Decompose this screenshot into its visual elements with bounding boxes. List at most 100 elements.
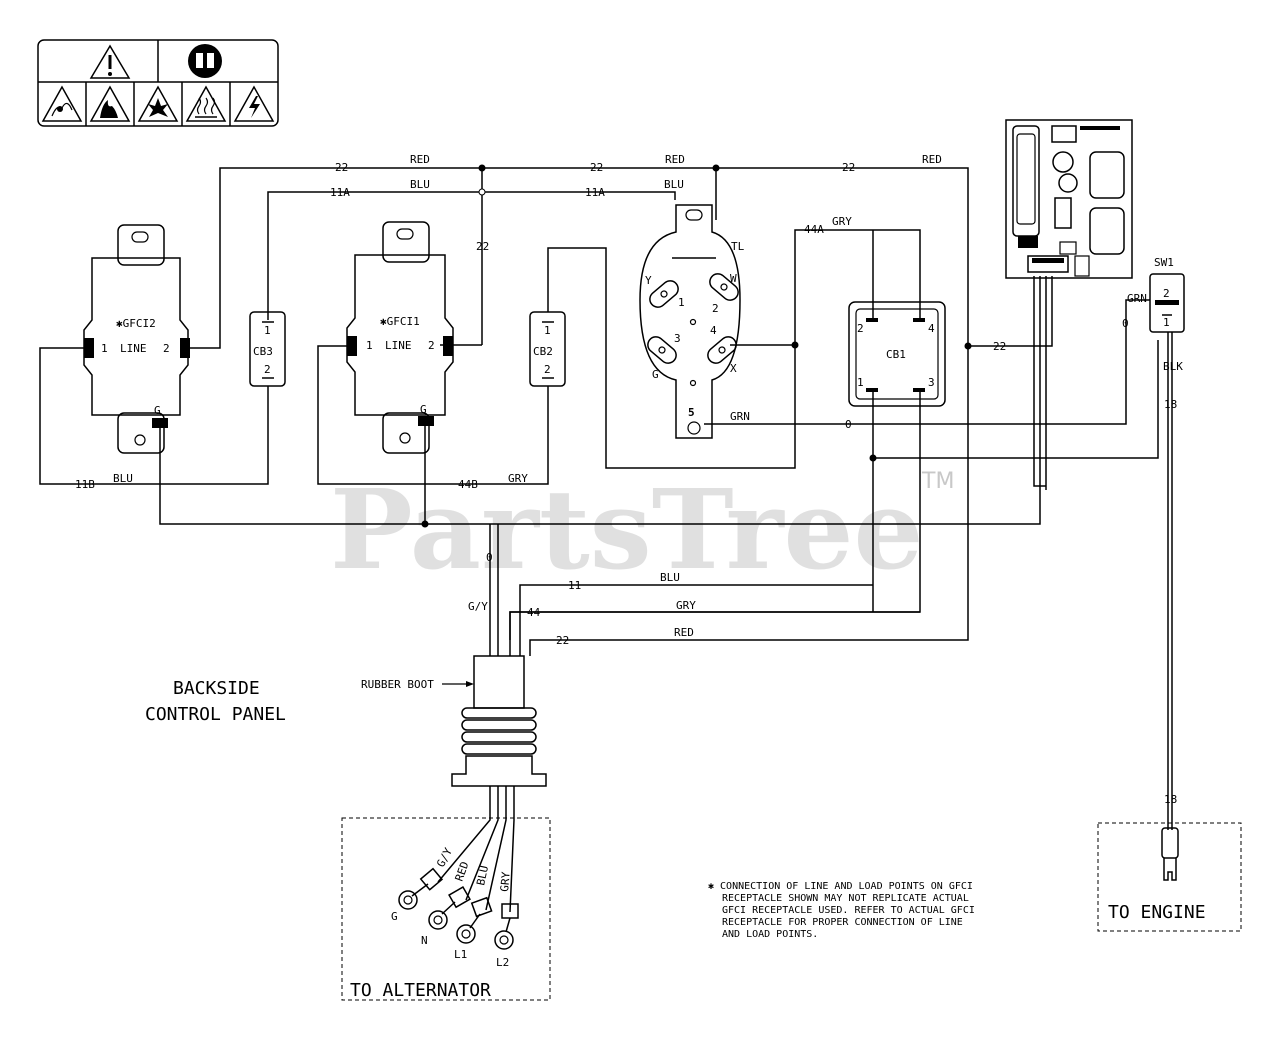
wire-label-44b: 44B xyxy=(458,478,478,491)
sw1-pin1: 1 xyxy=(1163,316,1170,329)
wire-label-11a-b: 11A xyxy=(585,186,605,199)
lead-n-label: N xyxy=(421,934,428,947)
sw1-switch: SW1 2 1 xyxy=(1149,256,1185,333)
tl-w-label: W xyxy=(730,272,737,285)
to-engine-box: TO ENGINE xyxy=(1097,822,1242,932)
warning-triangle-icon xyxy=(89,44,131,79)
rubber-boot-label: RUBBER BOOT xyxy=(361,678,434,691)
lead-l1-label: L1 xyxy=(454,948,467,961)
wire-label-22-a: 22 xyxy=(335,161,348,174)
wire-color-grn-tl: GRN xyxy=(730,410,750,423)
wire-label-44a: 44A xyxy=(804,223,824,236)
gfci2-line-label: LINE xyxy=(120,342,147,355)
wire-color-blu-b: BLU xyxy=(664,178,684,191)
cb3-pin2: 2 xyxy=(264,363,271,376)
wire-label-11b: 11B xyxy=(75,478,95,491)
lead-blu-label: BLU xyxy=(474,864,491,886)
wire-color-red-c: RED xyxy=(922,153,942,166)
tl-pin4: 4 xyxy=(710,324,717,337)
control-module-board xyxy=(1005,119,1133,279)
wire-color-blu-a: BLU xyxy=(410,178,430,191)
wire-label-22-c: 22 xyxy=(842,161,855,174)
lead-gry-label: GRY xyxy=(498,871,513,892)
wire-label-11a-a: 11A xyxy=(330,186,350,199)
gfci1-pin2: 2 xyxy=(428,339,435,352)
cb3-label: CB3 xyxy=(253,345,273,358)
fire-hazard-icon xyxy=(89,85,131,122)
tl-x-label: X xyxy=(730,362,737,375)
tl-y-label: Y xyxy=(645,274,652,287)
twist-lock-receptacle: TL Y W X G 1 2 3 4 5 xyxy=(639,204,745,439)
wire-label-0-grn: 0 xyxy=(845,418,852,431)
tl-pin3: 3 xyxy=(674,332,681,345)
note-line-3: GFCI RECEPTACLE USED. REFER TO ACTUAL GF… xyxy=(722,905,975,916)
wire-label-22-alt: 22 xyxy=(556,634,569,647)
cb3-breaker: 1 CB3 2 xyxy=(249,311,286,387)
gfci2-pin2: 2 xyxy=(163,342,170,355)
note-line-1: ✱ CONNECTION OF LINE AND LOAD POINTS ON … xyxy=(708,881,973,892)
wire-label-22-board: 22 xyxy=(993,340,1006,353)
electric-shock-icon xyxy=(233,85,275,122)
wire-color-blu-11: BLU xyxy=(660,571,680,584)
top-wires xyxy=(190,167,969,600)
note-line-5: AND LOAD POINTS. xyxy=(722,929,818,940)
read-manual-icon xyxy=(188,44,222,78)
cb2-pin2: 2 xyxy=(544,363,551,376)
wire-color-gry-44a: GRY xyxy=(832,215,852,228)
wire-color-red-b: RED xyxy=(665,153,685,166)
wire-label-0-sw1: 0 xyxy=(1122,317,1129,330)
gfci2-label: ✱GFCI2 xyxy=(116,317,156,330)
wire-label-gy: G/Y xyxy=(468,600,488,613)
watermark: PartsTree xyxy=(330,465,924,594)
cb1-pin4: 4 xyxy=(928,322,935,335)
connection-note: ✱ CONNECTION OF LINE AND LOAD POINTS ON … xyxy=(708,881,975,940)
wire-color-blk: BLK xyxy=(1163,360,1183,373)
lead-g-label: G xyxy=(391,910,398,923)
hot-surface-icon xyxy=(185,85,227,122)
note-line-4: RECEPTACLE FOR PROPER CONNECTION OF LINE xyxy=(722,917,963,928)
gfci1-receptacle: ✱GFCI1 LINE 1 2 G xyxy=(346,221,454,454)
to-alternator-label: TO ALTERNATOR xyxy=(350,980,491,1001)
note-line-2: RECEPTACLE SHOWN MAY NOT REPLICATE ACTUA… xyxy=(722,893,969,904)
tl-pin1: 1 xyxy=(678,296,685,309)
gfci2-receptacle: ✱GFCI2 LINE 1 2 G xyxy=(83,224,190,454)
to-engine-label: TO ENGINE xyxy=(1108,902,1206,923)
diagram-title: BACKSIDE xyxy=(173,678,260,699)
cb3-pin1: 1 xyxy=(264,324,271,337)
rubber-boot: RUBBER BOOT xyxy=(361,655,547,787)
wire-color-grn-sw1: GRN xyxy=(1127,292,1147,305)
cb2-pin1: 1 xyxy=(544,324,551,337)
wire-label-44: 44 xyxy=(527,606,541,619)
wire-color-red-a: RED xyxy=(410,153,430,166)
tl-label: TL xyxy=(731,240,745,253)
gfci1-line-label: LINE xyxy=(385,339,412,352)
explosion-hazard-icon xyxy=(137,85,179,122)
lead-red-label: RED xyxy=(453,860,472,883)
gfci2-pin1: 1 xyxy=(101,342,108,355)
gfci1-ground-label: G xyxy=(420,403,427,416)
gfci2-ground-label: G xyxy=(154,404,161,417)
wire-color-blu-11b: BLU xyxy=(113,472,133,485)
sw1-label: SW1 xyxy=(1154,256,1174,269)
wire-label-22-vertical: 22 xyxy=(476,240,489,253)
gfci1-label: ✱GFCI1 xyxy=(380,315,420,328)
cb1-pin2: 2 xyxy=(857,322,864,335)
tl-pin5: 5 xyxy=(688,406,695,419)
cb2-label: CB2 xyxy=(533,345,553,358)
wire-label-0-alt: 0 xyxy=(486,551,493,564)
lead-l2-label: L2 xyxy=(496,956,509,969)
safety-icons-panel xyxy=(37,39,279,127)
wire-label-11: 11 xyxy=(568,579,581,592)
sw1-pin2: 2 xyxy=(1163,287,1170,300)
gfci1-pin1: 1 xyxy=(366,339,373,352)
diagram-subtitle: CONTROL PANEL xyxy=(145,704,286,725)
tl-pin2: 2 xyxy=(712,302,719,315)
cb1-pin3: 3 xyxy=(928,376,935,389)
wire-label-18-top: 18 xyxy=(1164,398,1177,411)
wire-label-18-bottom: 18 xyxy=(1164,793,1177,806)
watermark-trademark: TM xyxy=(921,469,954,494)
cb1-pin1: 1 xyxy=(857,376,864,389)
to-alternator-box: G N L1 L2 G/Y RED BLU GRY TO ALTERNATOR xyxy=(341,786,551,1001)
wire-color-red-22: RED xyxy=(674,626,694,639)
